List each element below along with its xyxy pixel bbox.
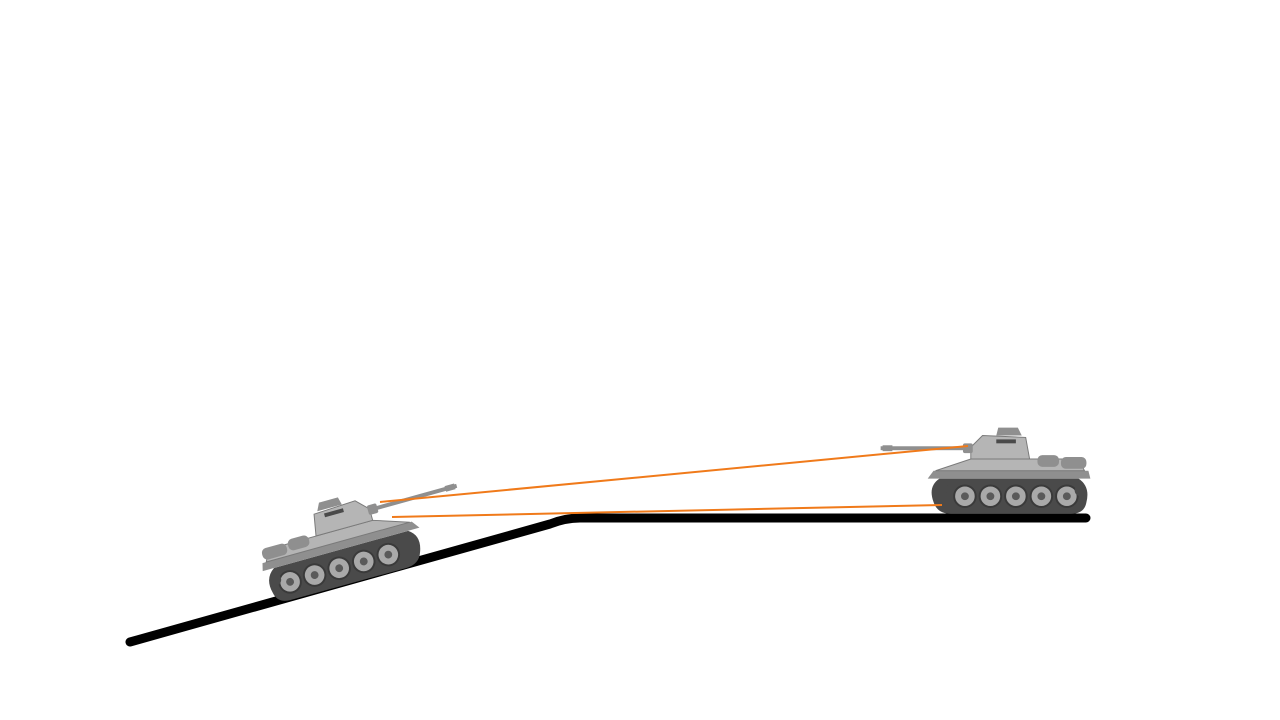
ground-line — [125, 513, 1091, 647]
left-tank — [248, 465, 476, 607]
upper-sight-line — [379, 445, 969, 503]
right-tank — [879, 426, 1092, 515]
lower-sight-line — [391, 504, 943, 518]
